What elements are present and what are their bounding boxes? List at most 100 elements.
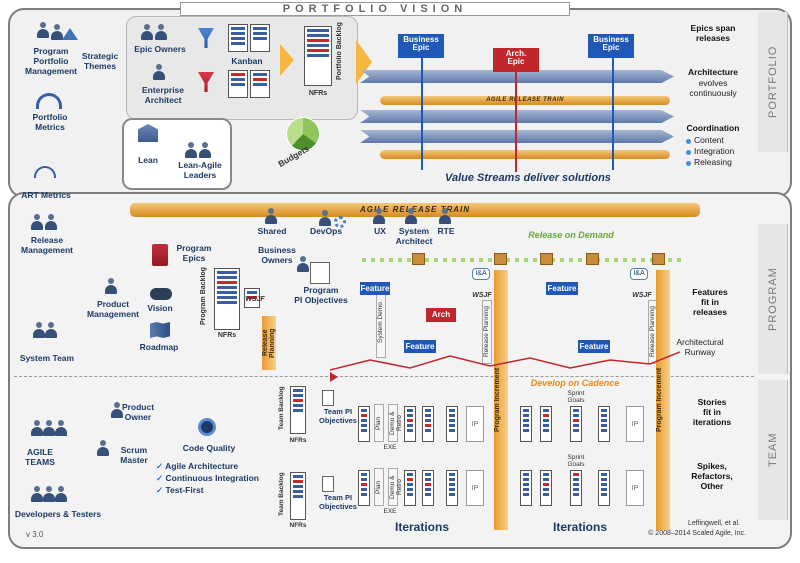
practice-2-text: Continuous Integration bbox=[165, 473, 260, 483]
team-member-icon bbox=[42, 420, 56, 436]
iteration-story-stack bbox=[520, 406, 532, 442]
program-pi-objectives-label: Program PI Objectives bbox=[294, 285, 348, 305]
exe-label: EXE bbox=[383, 444, 397, 451]
demo-retro-bar-2: Demo & Retro bbox=[388, 468, 403, 506]
stories-fit-label: Stories fit in iterations bbox=[692, 397, 732, 427]
iteration-story-stack bbox=[520, 470, 532, 506]
value-streams-caption: Value Streams deliver solutions bbox=[445, 172, 611, 184]
ux-role-icon bbox=[372, 208, 386, 224]
wsjf-label: WSJF bbox=[245, 296, 265, 303]
runway-arrow-icon bbox=[330, 372, 338, 382]
practice-3-text: Test-First bbox=[165, 485, 204, 495]
iteration-story-stack bbox=[540, 470, 552, 506]
value-stream-arrow bbox=[360, 70, 674, 83]
sprint-goals-label: Sprint Goals bbox=[567, 390, 585, 405]
team-pi-objectives-label-2: Team PI Objectives bbox=[319, 493, 357, 511]
sprint-goals-label-2: Sprint Goals bbox=[567, 454, 585, 469]
lean-label: Lean bbox=[138, 155, 158, 165]
developers-testers-label: Developers & Testers bbox=[14, 509, 102, 519]
architectural-runway-line bbox=[330, 351, 680, 371]
team-member-icon bbox=[54, 420, 68, 436]
leaders-icon bbox=[184, 142, 198, 158]
plan-bar: Plan bbox=[374, 404, 384, 442]
bullet-icon bbox=[686, 150, 691, 155]
system-architect-role-icon bbox=[404, 208, 418, 224]
program-backlog-icon bbox=[214, 268, 240, 330]
release-on-demand-label: Release on Demand bbox=[528, 230, 614, 240]
team-nfrs-label: NFRs bbox=[289, 437, 307, 444]
program-backlog-label: Program Backlog bbox=[200, 267, 207, 325]
building-icon bbox=[138, 124, 158, 142]
scrum-master-label: Scrum Master bbox=[120, 445, 148, 465]
rte-role-icon bbox=[438, 208, 452, 224]
role-ux: UX bbox=[374, 226, 386, 236]
program-epics-label: Program Epics bbox=[176, 243, 212, 263]
iterations-label-1: Iterations bbox=[394, 520, 449, 534]
release-package-icon bbox=[586, 253, 599, 265]
kanban-label: Kanban bbox=[231, 56, 263, 66]
iteration-story-stack bbox=[598, 470, 610, 506]
feature-2: Feature bbox=[404, 340, 436, 353]
value-stream-arrow bbox=[360, 110, 674, 123]
enterprise-architect-icon bbox=[152, 64, 166, 80]
arch-block: Arch bbox=[426, 308, 456, 322]
team-backlog-label: Team Backlog bbox=[278, 386, 285, 430]
system-team-icon-2 bbox=[44, 322, 58, 338]
strategic-themes-label: Strategic Themes bbox=[81, 51, 119, 71]
business-owners-label: Business Owners bbox=[258, 245, 296, 265]
team-pi-doc-icon bbox=[322, 390, 334, 406]
release-package-icon bbox=[540, 253, 553, 265]
ip-iteration-box: IP bbox=[466, 406, 484, 442]
wsjf-label-2: WSJF bbox=[472, 292, 492, 299]
release-package-icon bbox=[494, 253, 507, 265]
wsjf-label-3: WSJF bbox=[632, 292, 652, 299]
gear-icon bbox=[334, 216, 346, 228]
wsjf-box-icon bbox=[244, 288, 260, 308]
architecture-heading: Architecture bbox=[687, 67, 739, 77]
iteration-story-stack bbox=[422, 406, 434, 442]
spikes-label: Spikes, Refactors, Other bbox=[691, 461, 733, 491]
devops-role-icon bbox=[318, 210, 332, 226]
iteration-story-stack bbox=[358, 406, 370, 442]
practice-3: ✓ Test-First bbox=[156, 485, 204, 496]
release-dots bbox=[362, 258, 682, 262]
epics-span-label: Epics span releases bbox=[690, 23, 736, 43]
epic-line bbox=[515, 72, 517, 172]
portfolio-backlog-label: Portfolio Backlog bbox=[336, 22, 343, 80]
release-planning-bar: Release Planning bbox=[262, 316, 276, 370]
system-team-label: System Team bbox=[19, 353, 75, 363]
program-nfrs-label: NFRs bbox=[217, 332, 237, 339]
epic-line bbox=[612, 58, 614, 170]
release-package-icon bbox=[412, 253, 425, 265]
epic-owners-label: Epic Owners bbox=[134, 44, 186, 54]
feature-1: Feature bbox=[360, 282, 390, 295]
role-system-architect: System Architect bbox=[395, 226, 433, 246]
release-management-label: Release Management bbox=[21, 235, 73, 255]
ip-iteration-box-2: IP bbox=[626, 406, 644, 442]
team-pi-doc-icon-2 bbox=[322, 476, 334, 492]
art-metrics-gauge-icon bbox=[34, 166, 56, 178]
business-epic-1: Business Epic bbox=[398, 34, 444, 58]
exe-label-2: EXE bbox=[383, 508, 397, 515]
develop-on-cadence-label: Develop on Cadence bbox=[530, 378, 620, 388]
release-mgmt-icon-2 bbox=[44, 214, 58, 230]
value-stream-arrow bbox=[360, 130, 674, 143]
developer-icon bbox=[30, 486, 44, 502]
shared-role-icon bbox=[264, 208, 278, 224]
gauge-icon bbox=[36, 93, 62, 109]
coord-content: Content bbox=[694, 135, 724, 145]
kanban-column bbox=[228, 24, 248, 52]
ia-icon: I&A bbox=[472, 268, 490, 280]
coordination-label: Coordination bbox=[686, 123, 740, 133]
code-quality-icon bbox=[198, 418, 216, 436]
team-side-tab: TEAM bbox=[758, 380, 788, 520]
arch-epic: Arch. Epic bbox=[493, 48, 539, 72]
scrum-master-icon bbox=[96, 440, 110, 456]
system-demo-bar: System Demo bbox=[376, 288, 386, 358]
credit-line-2: © 2008–2014 Scaled Agile, Inc. bbox=[648, 530, 746, 537]
team-member-icon bbox=[30, 420, 44, 436]
iteration-story-stack bbox=[570, 470, 582, 506]
feature-4: Feature bbox=[578, 340, 610, 353]
product-owner-icon bbox=[110, 402, 124, 418]
leaders-icon-2 bbox=[198, 142, 212, 158]
